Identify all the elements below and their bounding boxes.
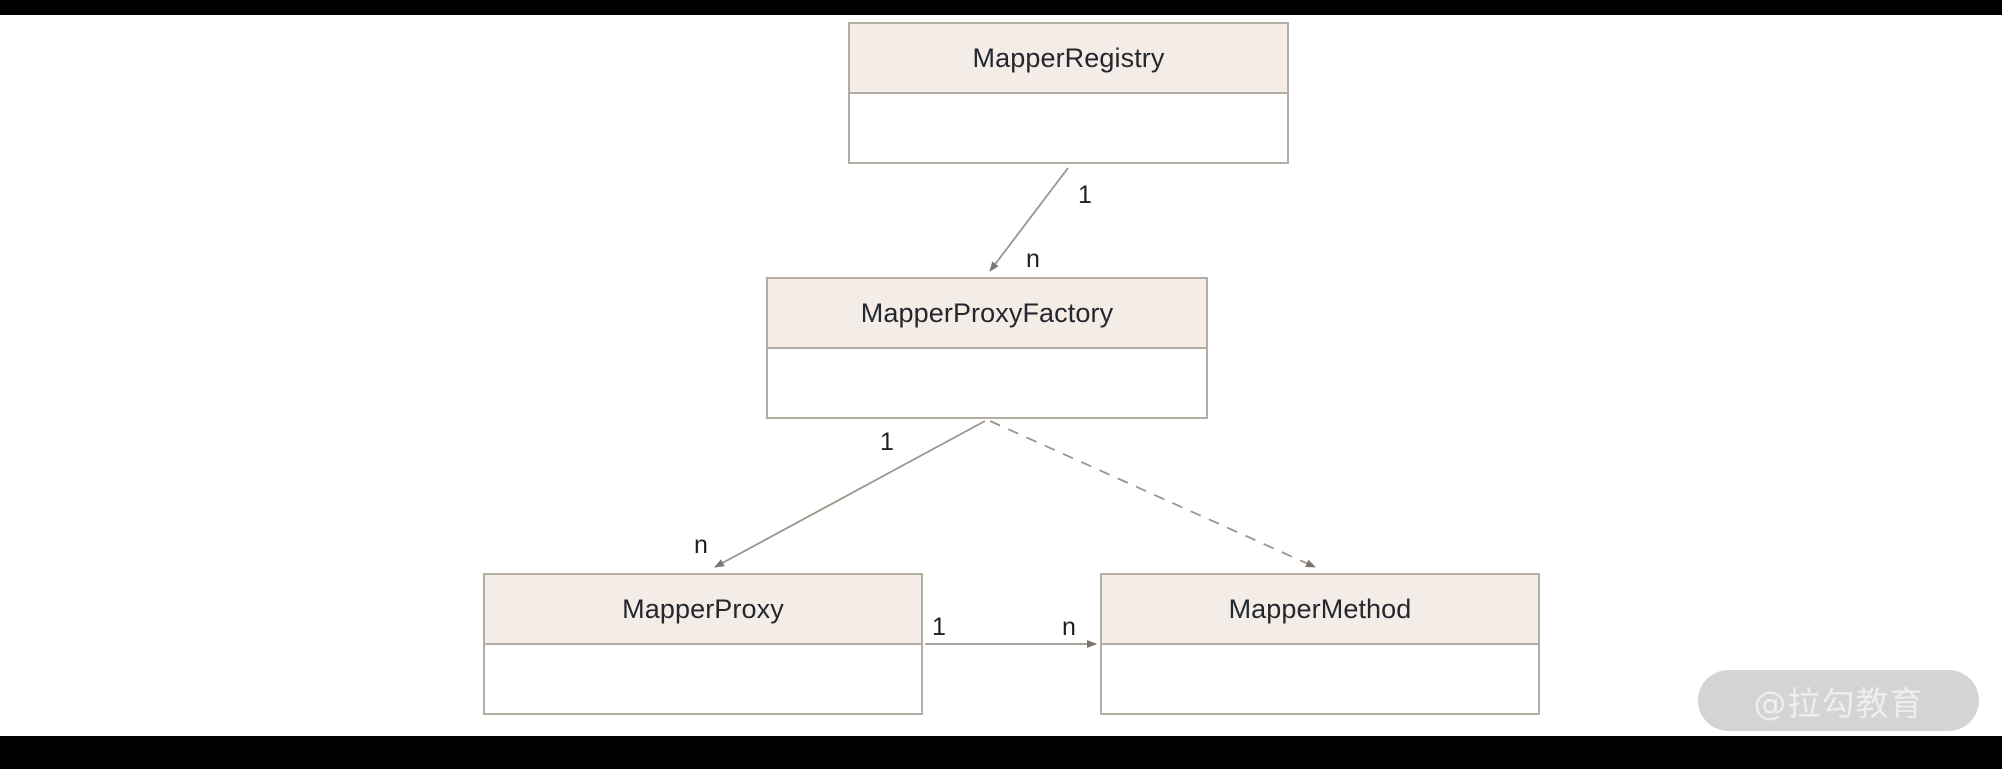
uml-class-mapper-method[interactable]: MapperMethod <box>1100 573 1540 715</box>
multiplicity-label-factory-target: n <box>694 531 708 559</box>
letterbox-bar-bottom <box>0 736 2002 769</box>
uml-class-name: MapperProxy <box>622 593 784 624</box>
uml-class-body <box>768 349 1206 417</box>
watermark-badge: @拉勾教育 <box>1698 670 1979 731</box>
uml-class-name: MapperMethod <box>1228 593 1412 624</box>
uml-class-mapper-proxy[interactable]: MapperProxy <box>483 573 923 715</box>
uml-class-mapper-registry[interactable]: MapperRegistry <box>848 22 1289 164</box>
watermark-text: @拉勾教育 <box>1753 683 1924 723</box>
uml-class-name: MapperRegistry <box>972 42 1165 73</box>
multiplicity-label-proxy-source: 1 <box>932 613 946 641</box>
multiplicity-label-proxy-target: n <box>1062 613 1076 641</box>
multiplicity-label-factory-source: 1 <box>880 428 894 456</box>
connector-factory-to-method <box>989 420 1316 568</box>
uml-class-header: MapperRegistry <box>850 24 1287 94</box>
multiplicity-label-registry-target: n <box>1026 245 1040 273</box>
uml-class-name: MapperProxyFactory <box>860 297 1114 328</box>
uml-class-header: MapperMethod <box>1102 575 1538 645</box>
uml-class-header: MapperProxyFactory <box>768 279 1206 349</box>
uml-class-body <box>485 645 921 713</box>
uml-class-header: MapperProxy <box>485 575 921 645</box>
uml-class-body <box>1102 645 1538 713</box>
multiplicity-label-registry-source: 1 <box>1078 181 1092 209</box>
diagram-canvas: MapperRegistry MapperProxyFactory Mapper… <box>0 15 2002 736</box>
uml-class-mapper-proxy-factory[interactable]: MapperProxyFactory <box>766 277 1208 419</box>
letterbox-bar-top <box>0 0 2002 15</box>
uml-class-body <box>850 94 1287 162</box>
connector-factory-to-proxy <box>714 420 986 568</box>
